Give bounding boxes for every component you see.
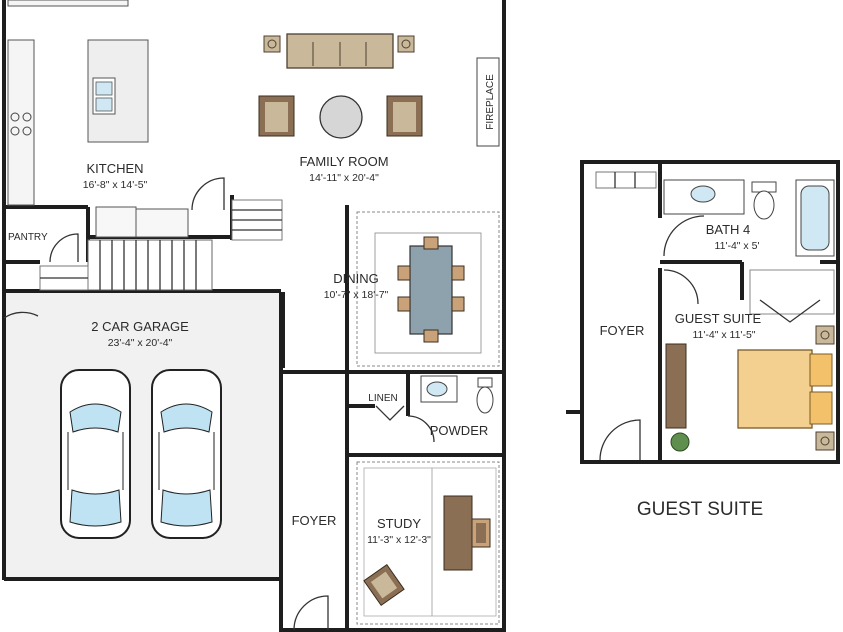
room-dims-study: 11'-3" x 12'-3" xyxy=(367,534,431,546)
coffee-table-icon xyxy=(319,95,363,139)
room-name-bath4: BATH 4 xyxy=(706,222,751,237)
room-dims-guest-suite: 11'-4" x 11'-5" xyxy=(692,329,755,341)
room-dims-dining: 10'-7" x 18'-7" xyxy=(324,289,389,301)
bed-icon xyxy=(737,349,813,429)
stairs xyxy=(39,199,283,291)
plant-icon xyxy=(670,432,690,452)
sink-icon xyxy=(426,381,448,397)
room-labels: KITCHEN 16'-8" x 14'-5" FAMILY ROOM 14'-… xyxy=(8,74,496,546)
car-icon xyxy=(60,369,131,539)
kitchen-fixtures xyxy=(3,0,283,319)
room-name-linen: LINEN xyxy=(368,393,397,404)
room-name-kitchen: KITCHEN xyxy=(86,161,143,176)
dining-furniture xyxy=(356,211,500,367)
plan-title: GUEST SUITE xyxy=(637,499,763,520)
room-name-fireplace: FIREPLACE xyxy=(485,74,496,130)
room-name-guest-suite: GUEST SUITE xyxy=(675,311,762,326)
powder-fixtures xyxy=(293,375,494,631)
room-dims-bath4: 11'-4" x 5' xyxy=(715,240,760,252)
dresser-icon xyxy=(665,343,687,429)
guest-walls xyxy=(566,160,840,464)
room-name-pantry: PANTRY xyxy=(8,232,48,243)
room-name-foyer2: FOYER xyxy=(600,323,645,338)
guest-furniture xyxy=(665,269,835,452)
bath-fixtures xyxy=(663,179,835,305)
room-name-foyer: FOYER xyxy=(292,513,337,528)
cooktop-icon xyxy=(10,112,20,122)
room-dims-kitchen: 16'-8" x 14'-5" xyxy=(83,179,148,191)
room-name-family-room: FAMILY ROOM xyxy=(299,154,388,169)
study-furniture xyxy=(356,461,500,625)
car-icon xyxy=(151,369,222,539)
main-walls xyxy=(2,0,506,632)
room-name-garage: 2 CAR GARAGE xyxy=(91,319,189,334)
room-name-dining: DINING xyxy=(333,271,379,286)
family-room-furniture xyxy=(258,33,500,147)
toilet-icon xyxy=(477,377,493,388)
desk-icon xyxy=(443,495,473,571)
room-name-powder: POWDER xyxy=(430,423,489,438)
room-dims-family-room: 14'-11" x 20'-4" xyxy=(309,172,379,184)
garage-floor xyxy=(4,292,280,579)
sink-icon xyxy=(690,185,716,203)
room-dims-garage: 23'-4" x 20'-4" xyxy=(108,337,173,349)
dining-table-icon xyxy=(409,245,453,335)
guest-labels: BATH 4 11'-4" x 5' GUEST SUITE 11'-4" x … xyxy=(600,222,764,520)
room-name-study: STUDY xyxy=(377,516,421,531)
